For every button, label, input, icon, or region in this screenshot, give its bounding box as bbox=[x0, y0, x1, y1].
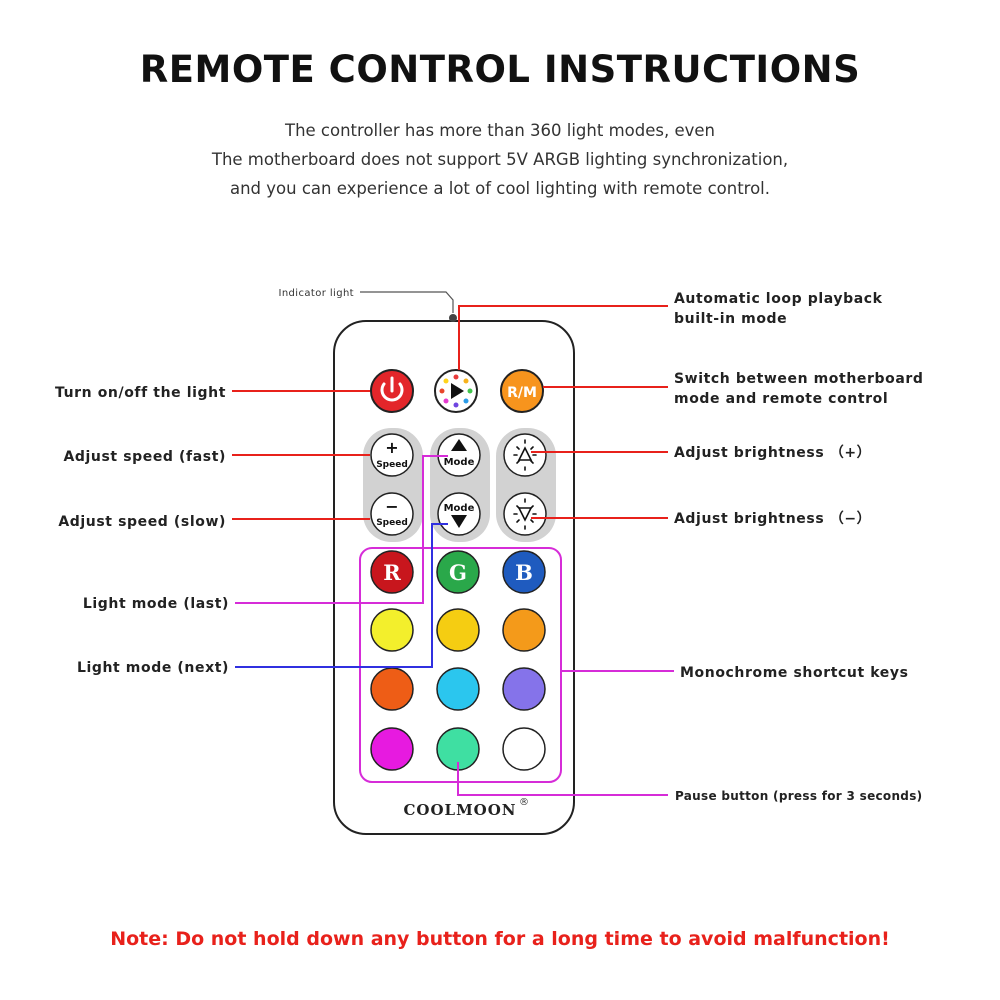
label-switch-1: Switch between motherboard bbox=[674, 371, 924, 387]
page-subtitle: The controller has more than 360 light m… bbox=[0, 116, 1000, 203]
label-switch-2: mode and remote control bbox=[674, 391, 888, 407]
mode-down-button[interactable]: Mode bbox=[437, 492, 481, 536]
label-mode-next: Light mode (next) bbox=[77, 660, 229, 676]
color-button-cyan[interactable] bbox=[436, 667, 480, 711]
leader-mode-next bbox=[235, 523, 448, 668]
leader-pause bbox=[457, 762, 668, 796]
label-pause: Pause button (press for 3 seconds) bbox=[675, 789, 922, 803]
blue-button[interactable]: B bbox=[502, 550, 546, 594]
label-brightness-up: Adjust brightness （+） bbox=[674, 445, 871, 461]
label-power: Turn on/off the light bbox=[55, 385, 226, 401]
page-title: REMOTE CONTROL INSTRUCTIONS bbox=[139, 48, 861, 91]
green-button[interactable]: G bbox=[436, 550, 480, 594]
color-button-yellow[interactable] bbox=[370, 608, 414, 652]
label-indicator-light: Indicator light bbox=[278, 288, 354, 299]
triangle-down-icon bbox=[451, 515, 467, 528]
svg-text:+: + bbox=[385, 438, 398, 457]
speed-down-button[interactable]: − Speed bbox=[370, 492, 414, 536]
svg-text:R: R bbox=[383, 560, 401, 585]
color-button-magenta[interactable] bbox=[370, 727, 414, 771]
leader-mode-last bbox=[235, 455, 448, 604]
speed-up-button[interactable]: + Speed bbox=[370, 433, 414, 477]
play-icon bbox=[451, 383, 464, 399]
subtitle-line-1: The controller has more than 360 light m… bbox=[285, 121, 715, 140]
monochrome-frame bbox=[359, 547, 562, 783]
leader-auto-loop bbox=[458, 305, 668, 370]
svg-text:G: G bbox=[449, 560, 467, 585]
power-button[interactable] bbox=[370, 369, 414, 413]
sun-up-icon bbox=[513, 439, 537, 471]
svg-text:Mode: Mode bbox=[444, 457, 475, 468]
auto-loop-button[interactable] bbox=[434, 369, 478, 413]
mode-up-button[interactable]: Mode bbox=[437, 433, 481, 477]
svg-text:−: − bbox=[385, 497, 398, 516]
brand-mark: ® bbox=[519, 797, 529, 808]
color-button-orange[interactable] bbox=[502, 608, 546, 652]
label-monochrome: Monochrome shortcut keys bbox=[680, 665, 909, 681]
warning-note: Note: Do not hold down any button for a … bbox=[110, 928, 890, 950]
label-speed-slow: Adjust speed (slow) bbox=[58, 514, 226, 530]
svg-text:Speed: Speed bbox=[376, 518, 408, 528]
color-button-dark-orange[interactable] bbox=[370, 667, 414, 711]
triangle-up-icon bbox=[451, 439, 467, 451]
sun-down-icon bbox=[513, 498, 537, 530]
rm-button[interactable]: R/M bbox=[500, 369, 544, 413]
svg-text:B: B bbox=[515, 560, 533, 585]
brand-logo: COOLMOON bbox=[403, 801, 516, 819]
brightness-down-button[interactable] bbox=[503, 492, 547, 536]
color-button-gold[interactable] bbox=[436, 608, 480, 652]
subtitle-line-2: The motherboard does not support 5V ARGB… bbox=[211, 150, 789, 169]
red-button[interactable]: R bbox=[370, 550, 414, 594]
label-mode-last: Light mode (last) bbox=[83, 596, 229, 612]
label-speed-fast: Adjust speed (fast) bbox=[63, 449, 226, 465]
leader-indicator bbox=[360, 291, 454, 313]
label-auto-loop-2: built-in mode bbox=[674, 311, 787, 327]
svg-text:Mode: Mode bbox=[444, 503, 475, 514]
svg-text:Speed: Speed bbox=[376, 460, 408, 470]
rm-label: R/M bbox=[507, 385, 537, 401]
subtitle-line-3: and you can experience a lot of cool lig… bbox=[229, 179, 771, 198]
power-icon bbox=[380, 382, 404, 402]
indicator-light bbox=[449, 314, 457, 322]
label-auto-loop-1: Automatic loop playback bbox=[674, 291, 883, 307]
label-brightness-down: Adjust brightness （−） bbox=[674, 511, 871, 527]
brightness-up-button[interactable] bbox=[503, 433, 547, 477]
color-button-white[interactable] bbox=[502, 727, 546, 771]
color-button-violet[interactable] bbox=[502, 667, 546, 711]
